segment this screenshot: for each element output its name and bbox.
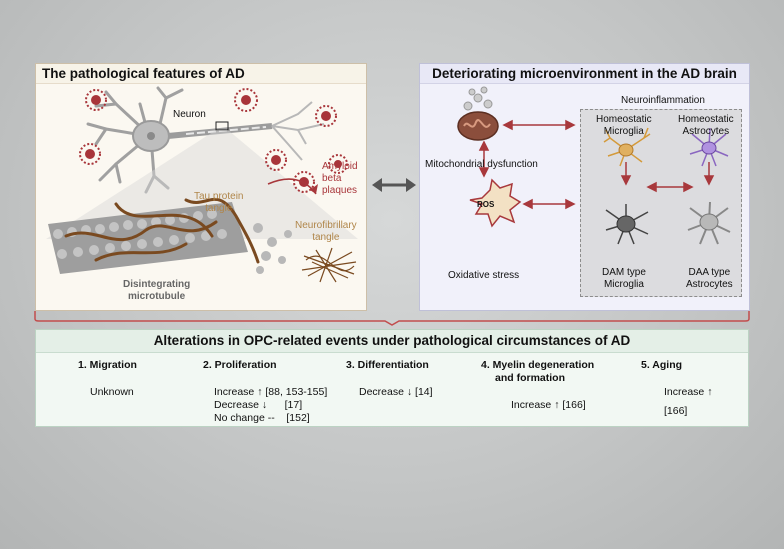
left-panel-title: The pathological features of AD [36, 64, 366, 84]
proliferation-no-change: No change -- [152] [214, 412, 310, 424]
bracket-connector [34, 311, 750, 326]
double-arrow-icon [372, 178, 416, 192]
neuron-illustration [46, 86, 358, 283]
mitochondrial-dysfunction-label: Mitochondrial dysfunction [425, 159, 538, 170]
pathological-features-panel: The pathological features of AD [35, 63, 367, 311]
microtubule-label: Disintegrating microtubule [123, 279, 191, 302]
proliferation-increase: Increase ↑ [88, 153-155] [214, 386, 328, 398]
neuroinflammation-label: Neuroinflammation [621, 95, 705, 106]
amyloid-label: Amyloid beta plaques [322, 161, 358, 196]
tau-tangle-label: Tau protein tangle [194, 191, 244, 214]
col-proliferation-heading: 2. Proliferation [203, 359, 277, 371]
aging-ref: [166] [664, 405, 688, 417]
col-myelin-heading: 4. Myelin degeneration and formation [481, 359, 595, 384]
ros-label: ROS [477, 200, 495, 209]
mitochondria-icon [457, 86, 499, 141]
col-differentiation-heading: 3. Differentiation [346, 359, 429, 371]
microenvironment-panel: Deteriorating microenvironment in the AD… [419, 63, 750, 311]
col-migration-heading: 1. Migration [78, 359, 137, 371]
oxidative-stress-label: Oxidative stress [448, 270, 520, 281]
differentiation-value: Decrease ↓ [14] [359, 386, 433, 398]
microenvironment-diagram [457, 86, 731, 245]
dam-microglia-label: DAM type Microglia [602, 267, 646, 290]
homeostatic-microglia-label: Homeostatic Microglia [596, 114, 652, 137]
myelin-value: Increase ↑ [166] [511, 399, 586, 411]
migration-value: Unknown [90, 386, 134, 398]
proliferation-decrease: Decrease ↓ [17] [214, 399, 303, 411]
bottom-panel-title: Alterations in OPC-related events under … [36, 330, 748, 353]
daa-astrocytes-label: DAA type Astrocytes [686, 267, 733, 290]
neuron-label: Neuron [173, 109, 206, 120]
aging-value: Increase ↑ [664, 386, 713, 398]
right-panel-title: Deteriorating microenvironment in the AD… [420, 64, 749, 84]
col-aging-heading: 5. Aging [641, 359, 683, 371]
opc-alterations-panel: Alterations in OPC-related events under … [35, 329, 749, 427]
neurofibrillary-tangle-label: Neurofibrillary tangle [295, 220, 357, 243]
homeostatic-astrocytes-label: Homeostatic Astrocytes [678, 114, 734, 137]
